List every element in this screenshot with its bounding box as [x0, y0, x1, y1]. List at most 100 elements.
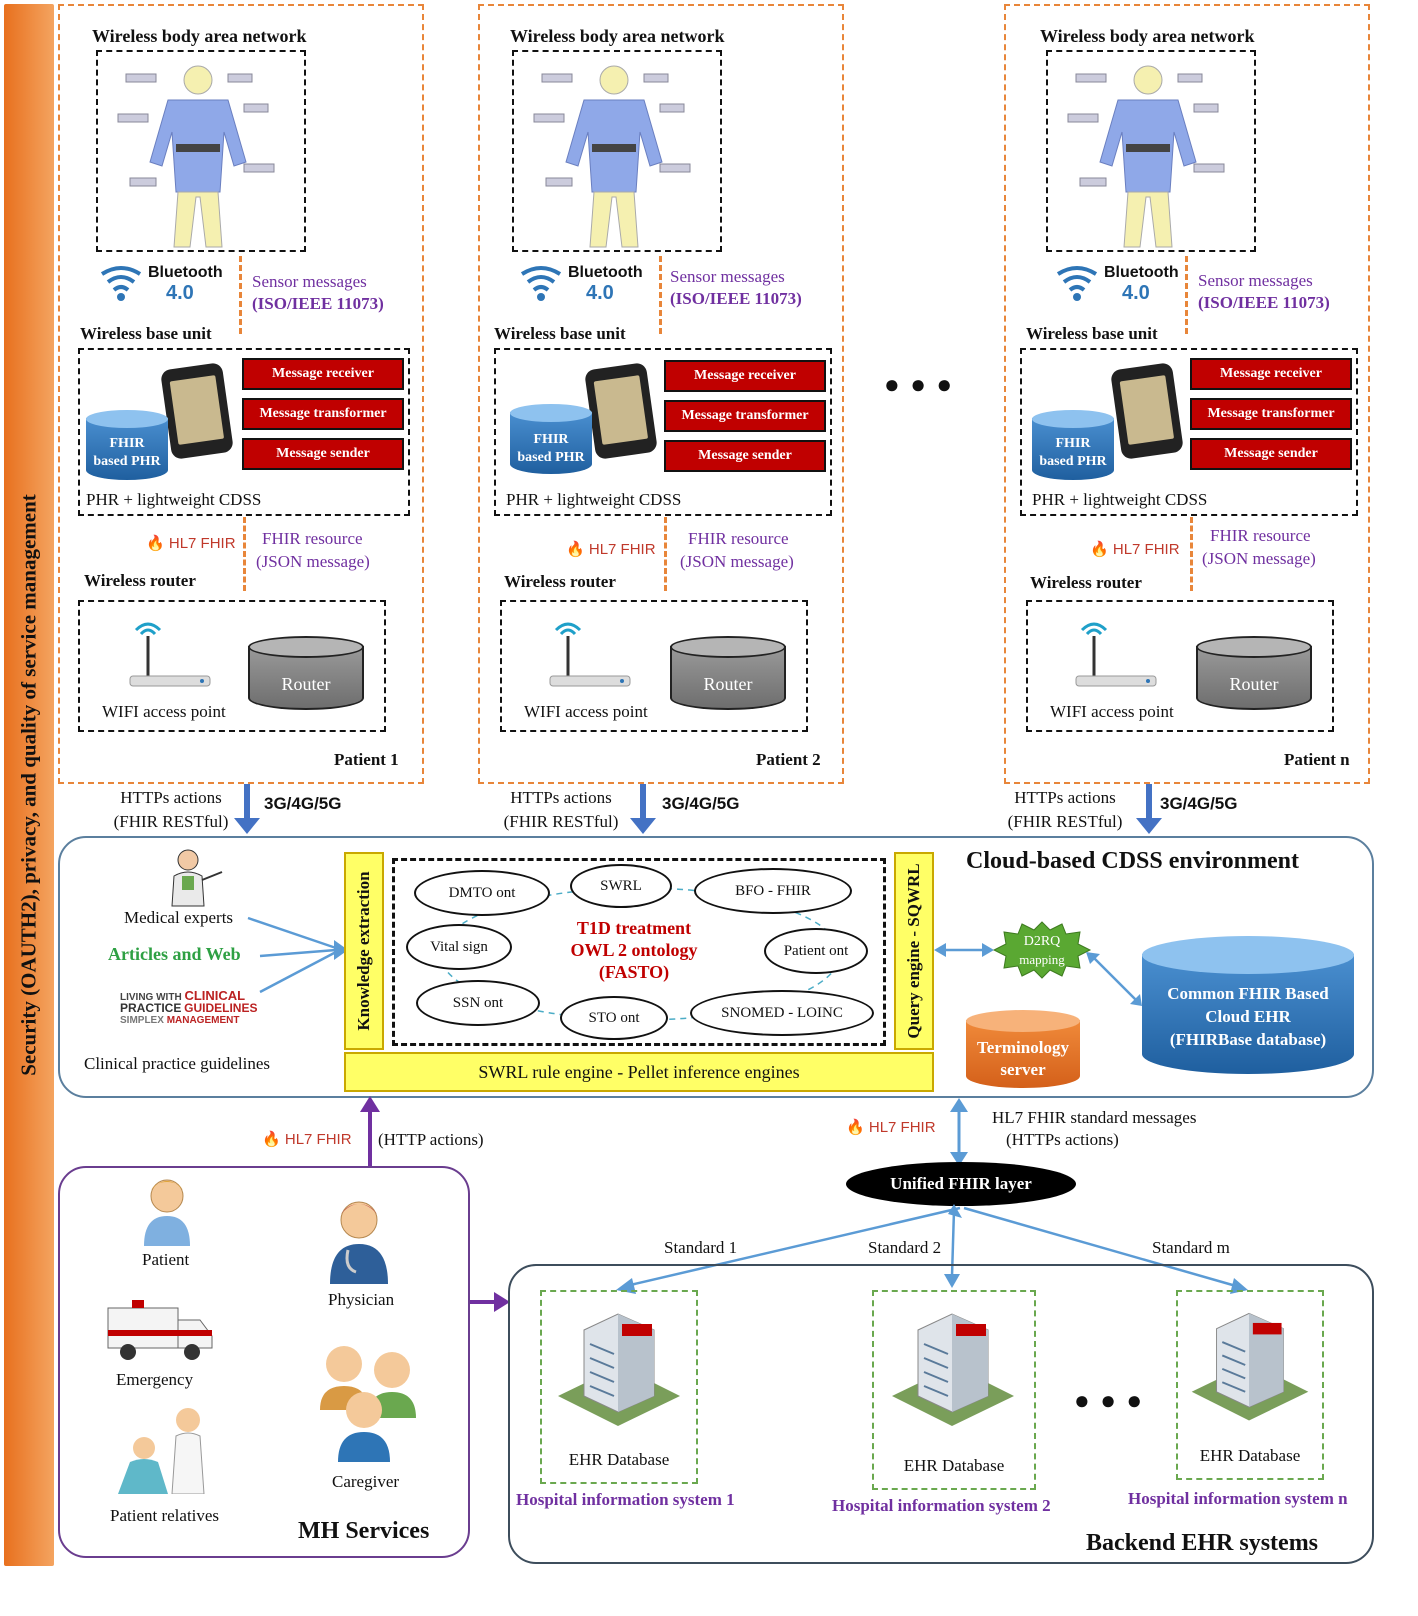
fhir-to-hospital-arrows: [616, 1204, 1248, 1294]
router-title: Wireless router: [84, 571, 196, 590]
message-transformer: Message transformer: [664, 400, 826, 432]
hospital-box-1: [540, 1290, 698, 1484]
medical-expert-icon: [160, 846, 230, 915]
router-db-label: Router: [1229, 674, 1279, 694]
arrow-patient-to-cloud: [232, 784, 262, 841]
phr-caption: PHR + lightweight CDSS: [506, 490, 682, 509]
wban-title: Wireless body area network: [1040, 26, 1255, 46]
patient-panel-2: [478, 4, 844, 784]
query-to-d2rq-arrow: [934, 943, 994, 957]
message-receiver: Message receiver: [242, 358, 404, 390]
ambulance-icon: [106, 1298, 216, 1369]
sensor-messages: Sensor messages: [670, 267, 785, 286]
bluetooth-label: Bluetooth: [568, 264, 643, 281]
ontology-title-1: T1D treatment: [576, 918, 692, 938]
fhir-std-line1: HL7 FHIR standard messages: [992, 1108, 1197, 1127]
router-db-label: Router: [281, 674, 331, 694]
phr-caption: PHR + lightweight CDSS: [86, 490, 262, 509]
sensor-standard: (ISO/IEEE 11073): [1198, 293, 1330, 312]
ontology-sto: STO ont: [560, 996, 668, 1040]
message-transformer: Message transformer: [242, 398, 404, 430]
wban-title: Wireless body area network: [92, 26, 307, 46]
fhir-std-line2: (HTTPs actions): [1006, 1130, 1119, 1149]
base-unit-box: [494, 348, 832, 516]
actor-physician: Physician: [328, 1290, 395, 1309]
wifi-icon: [1072, 618, 1162, 699]
d2rq-starburst: [992, 921, 1092, 979]
side-banner: Security (OAUTH2), privacy, and quality …: [4, 4, 54, 1566]
hospitals-ellipsis: ● ● ●: [1074, 1386, 1145, 1415]
ehr-db-1: EHR Database: [568, 1450, 670, 1469]
https-line1: HTTPs actions: [510, 788, 612, 807]
phr-db-line2: based PHR: [1039, 454, 1107, 469]
base-unit-title: Wireless base unit: [80, 324, 212, 343]
ontology-title-2: OWL 2 ontology: [570, 940, 698, 960]
arrow-sensor-to-base: [1185, 256, 1188, 334]
bluetooth-version: 4.0: [1122, 282, 1150, 304]
ontology-snomed-loinc: SNOMED - LOINC: [690, 990, 874, 1036]
hl7-fhir-logo: 🔥 HL7 FHIR: [146, 534, 236, 552]
query-engine-label: Query engine - SQWRL: [904, 863, 923, 1039]
patient-panel-1: [58, 4, 424, 784]
wifi-caption: WIFI access point: [102, 702, 226, 721]
hospital-name-2: Hospital information system 2: [832, 1496, 1051, 1515]
sensor-messages: Sensor messages: [252, 272, 367, 291]
router-db-label: Router: [703, 674, 753, 694]
hospital-box-n: [1176, 1290, 1324, 1480]
bluetooth-version: 4.0: [166, 282, 194, 304]
terminology-line2: server: [1000, 1060, 1046, 1079]
router-database: [248, 636, 364, 712]
router-box: [1026, 600, 1334, 732]
arrow-base-to-router: [1190, 517, 1193, 591]
router-title: Wireless router: [1030, 573, 1142, 592]
smartphone-icon: [584, 362, 658, 460]
wban-body-box: [96, 50, 306, 252]
ontology-bfo-fhir: BFO - FHIR: [694, 868, 852, 914]
d2rq-to-ehr-arrow: [1086, 952, 1142, 1006]
knowledge-extraction-label: Knowledge extraction: [354, 871, 373, 1031]
sensor-standard: (ISO/IEEE 11073): [252, 294, 384, 313]
message-receiver: Message receiver: [1190, 358, 1352, 390]
cloud-ehr-line3: (FHIRBase database): [1169, 1030, 1327, 1049]
terminology-server-cylinder: [966, 1010, 1080, 1090]
hl7-fhir-logo: 🔥 HL7 FHIR: [566, 540, 656, 558]
message-receiver: Message receiver: [664, 360, 826, 392]
message-sender: Message sender: [242, 438, 404, 470]
phr-database: [510, 404, 592, 476]
patient-label: Patient 2: [756, 750, 821, 769]
base-unit-title: Wireless base unit: [494, 324, 626, 343]
fhir-resource: FHIR resource: [688, 529, 789, 548]
flame-icon: 🔥: [566, 541, 585, 558]
https-line2: (FHIR RESTful): [1007, 812, 1123, 831]
mh-to-backend-arrow: [470, 1292, 510, 1312]
network-label: 3G/4G/5G: [662, 794, 740, 813]
hospital-building-icon: [548, 1300, 690, 1441]
hl7-label: HL7 FHIR: [284, 1131, 352, 1148]
bluetooth-label: Bluetooth: [148, 264, 223, 281]
arrow-sensor-to-base: [659, 256, 662, 334]
arrow-patient-to-cloud: [628, 784, 658, 841]
source-guidelines: Clinical practice guidelines: [84, 1054, 270, 1073]
flame-icon: 🔥: [1090, 541, 1109, 558]
bluetooth-version: 4.0: [586, 282, 614, 304]
patient-relatives-icon: [110, 1404, 218, 1499]
patients-ellipsis: ● ● ●: [884, 370, 955, 399]
d2rq-line1: D2RQ: [1023, 934, 1061, 949]
query-engine-bar: [894, 852, 934, 1050]
phr-db-line2: based PHR: [93, 454, 161, 469]
standard-2: Standard 2: [868, 1238, 942, 1257]
knowledge-extraction-bar: [344, 852, 384, 1050]
mh-services-title: MH Services: [298, 1518, 430, 1544]
hl7-label: HL7 FHIR: [1112, 541, 1180, 558]
wifi-caption: WIFI access point: [524, 702, 648, 721]
bluetooth-label: Bluetooth: [1104, 264, 1179, 281]
arrow-patient-to-cloud: [1134, 784, 1164, 841]
backend-panel: [508, 1264, 1374, 1564]
patient-label: Patient n: [1284, 750, 1350, 769]
actor-patient: Patient: [142, 1250, 190, 1269]
patient-avatar-icon: [140, 1176, 194, 1251]
hl7-label: HL7 FHIR: [588, 541, 656, 558]
patient-panel-n: [1004, 4, 1370, 784]
hl7-label: HL7 FHIR: [868, 1119, 936, 1136]
phr-db-line1: FHIR: [533, 432, 569, 447]
